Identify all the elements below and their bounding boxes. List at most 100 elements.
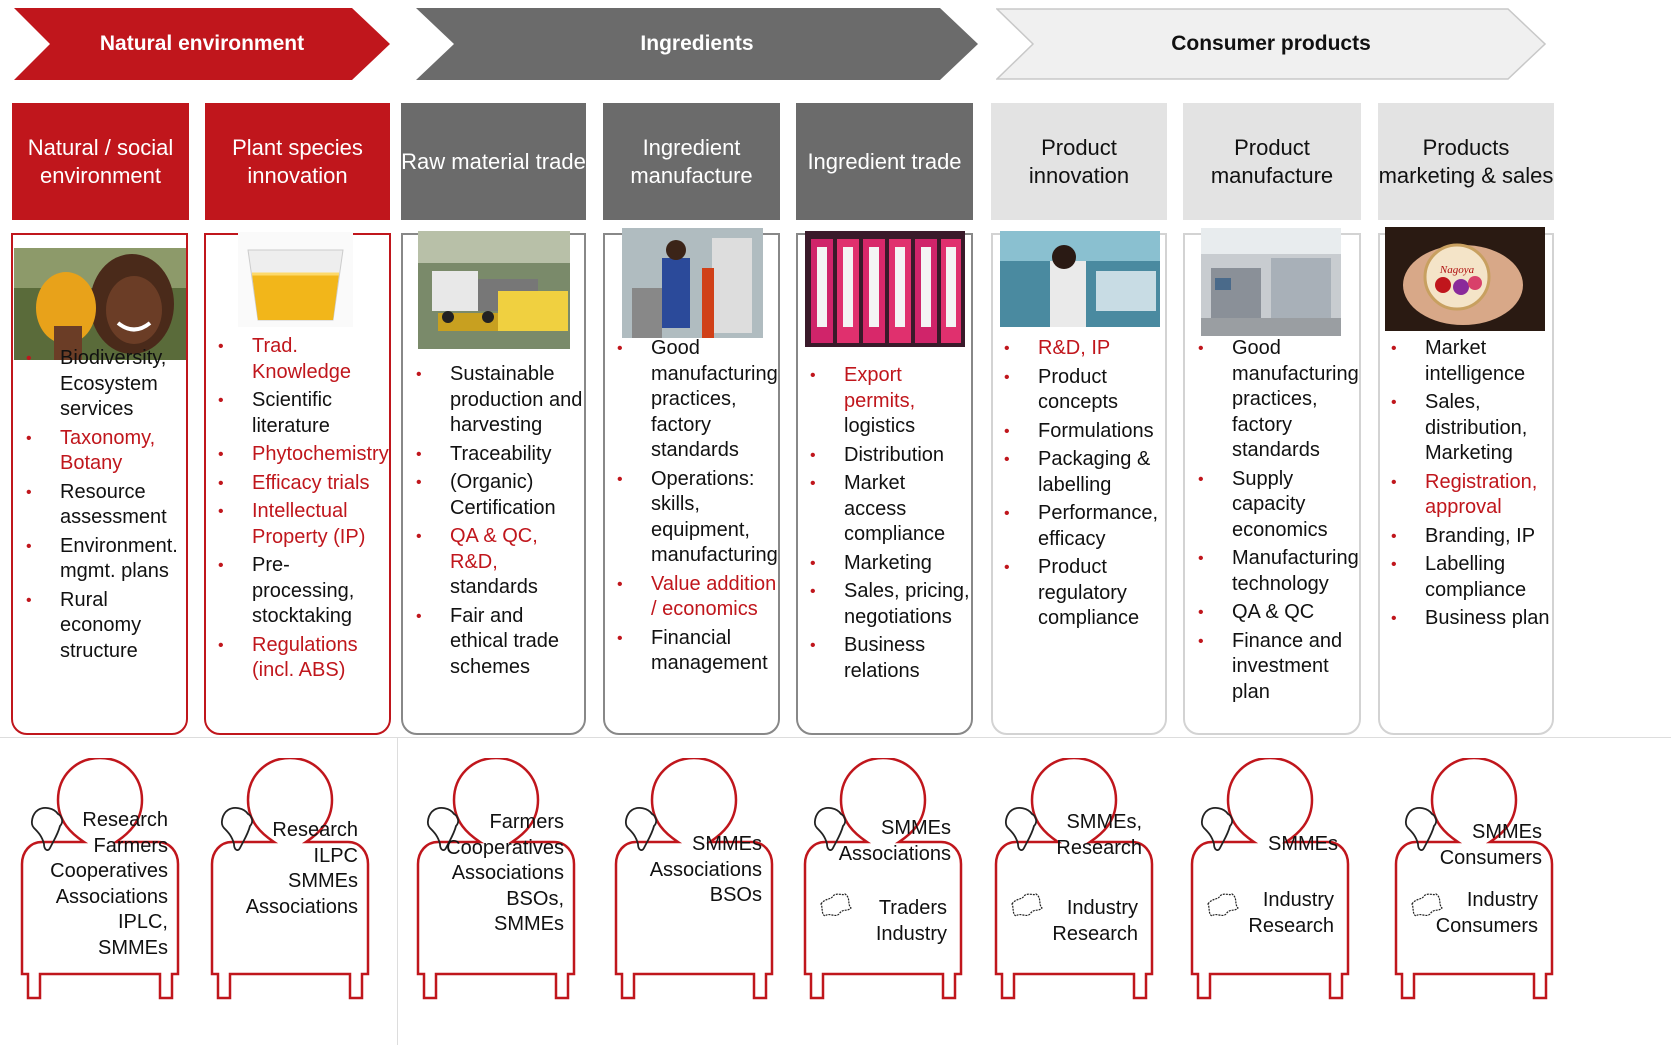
list-item: QA & QC bbox=[1198, 600, 1360, 626]
list-item-text: Business relations bbox=[844, 634, 926, 682]
bullet-list: Good manufacturing practices, factory st… bbox=[617, 336, 780, 680]
person-outline-icon bbox=[994, 756, 1154, 1000]
europe-map-icon bbox=[1411, 893, 1443, 917]
list-item: Manufacturing technology bbox=[1198, 546, 1360, 597]
list-item: Intellectual Property (IP) bbox=[218, 499, 390, 550]
africa-map-icon bbox=[1005, 807, 1038, 851]
list-item: Fair and ethical trade schemes bbox=[416, 604, 586, 681]
stakeholder-figure bbox=[1190, 756, 1350, 1038]
list-item-text: Taxonomy, Botany bbox=[60, 426, 156, 475]
list-item-text: Efficacy trials bbox=[252, 471, 370, 494]
list-item: Resource assessment bbox=[26, 480, 186, 531]
list-item: Taxonomy, Botany bbox=[26, 426, 186, 477]
photo-nagoya-product: Nagoya bbox=[1385, 227, 1545, 331]
person-outline-icon bbox=[1190, 756, 1350, 1000]
list-item: Business relations bbox=[810, 633, 970, 684]
list-item: Value addition / economics bbox=[617, 572, 780, 623]
stage-arrow-consumer-products: Consumer products bbox=[996, 8, 1546, 80]
list-item: Sales, distribution, Marketing bbox=[1391, 390, 1551, 467]
vertical-divider bbox=[397, 737, 398, 1045]
list-item: Market access compliance bbox=[810, 471, 970, 548]
list-item-text: Pre-processing, stocktaking bbox=[252, 554, 355, 627]
list-item: Scientific literature bbox=[218, 388, 390, 439]
list-item-text: Branding, IP bbox=[1425, 524, 1536, 547]
africa-map-icon bbox=[814, 807, 847, 851]
arrow-shape bbox=[14, 8, 390, 80]
column-title: Product innovation bbox=[1028, 134, 1130, 188]
column-header-raw-material: Raw material trade bbox=[401, 103, 586, 220]
column-title: Products marketing & sales bbox=[1378, 134, 1554, 188]
africa-map-icon bbox=[31, 807, 64, 851]
person-outline-icon bbox=[20, 756, 180, 1000]
list-item: Good manufacturing practices, factory st… bbox=[1198, 336, 1360, 464]
europe-map-icon bbox=[1011, 893, 1043, 917]
stakeholder-label: SMMEs Associations BSOs bbox=[649, 833, 762, 906]
column-title: Plant species innovation bbox=[232, 134, 363, 188]
list-item: Labelling compliance bbox=[1391, 552, 1551, 603]
column-header-product-manufacture: Product manufacture bbox=[1183, 103, 1361, 220]
list-item-text: Sustainable production and harvesting bbox=[450, 363, 583, 436]
person-outline-icon bbox=[803, 756, 963, 1000]
stakeholder-label: SMMEs Consumers bbox=[1439, 821, 1542, 869]
stakeholder-label: Research Farmers Cooperatives Associatio… bbox=[50, 809, 168, 959]
list-item: Finance and investment plan bbox=[1198, 629, 1360, 706]
list-item: Traceability bbox=[416, 442, 586, 468]
column-title: Raw material trade bbox=[401, 148, 586, 174]
list-item: Financial management bbox=[617, 626, 780, 677]
list-item: Export permits, logistics bbox=[810, 363, 970, 440]
africa-map-icon bbox=[221, 807, 254, 851]
list-item-text: Distribution bbox=[844, 443, 945, 466]
stakeholder-label-secondary: Industry Consumers bbox=[1435, 889, 1538, 937]
list-item-text: Market access compliance bbox=[844, 472, 946, 545]
stage-arrow-ingredients: Ingredients bbox=[416, 8, 978, 80]
person-outline-icon bbox=[614, 756, 774, 1000]
list-item: Supply capacity economics bbox=[1198, 467, 1360, 544]
photo-lab-researcher bbox=[1000, 231, 1160, 327]
list-item-text: Biodiversity, Ecosystem services bbox=[60, 347, 167, 420]
photo-oil-in-glass bbox=[238, 232, 353, 327]
bullet-list: Trad. KnowledgeScientific literaturePhyt… bbox=[218, 334, 390, 687]
column-header-products-marketing: Products marketing & sales bbox=[1378, 103, 1554, 220]
europe-map-icon bbox=[820, 893, 852, 917]
list-item-text: Product regulatory compliance bbox=[1038, 556, 1140, 629]
stage-arrow-natural-environment: Natural environment bbox=[14, 8, 390, 80]
column-header-ingredient-manufacture: Ingredient manufacture bbox=[603, 103, 780, 220]
list-item-text: Performance, efficacy bbox=[1038, 502, 1159, 550]
stakeholder-figure bbox=[210, 756, 370, 1038]
list-item: Environment. mgmt. plans bbox=[26, 534, 186, 585]
stakeholder-figure bbox=[614, 756, 774, 1038]
list-item-text: Good manufacturing practices, factory st… bbox=[1232, 337, 1359, 461]
list-item-text: Fair and ethical trade schemes bbox=[450, 604, 559, 678]
column-header-plant-species: Plant species innovation bbox=[205, 103, 390, 220]
arrow-shape bbox=[996, 8, 1546, 80]
list-item: Branding, IP bbox=[1391, 524, 1551, 550]
stakeholder-label-secondary: Industry Research bbox=[1052, 897, 1138, 945]
list-item: Operations: skills, equipment, manufactu… bbox=[617, 467, 780, 569]
stakeholder-label: SMMEs, Research bbox=[1056, 811, 1142, 859]
list-item-text: Resource assessment bbox=[60, 480, 167, 529]
list-item: Biodiversity, Ecosystem services bbox=[26, 346, 186, 423]
bullet-list: Sustainable production and harvestingTra… bbox=[416, 362, 586, 683]
list-item-text: Financial management bbox=[651, 626, 768, 675]
list-item: Business plan bbox=[1391, 606, 1551, 632]
list-item-text: R&D, IP bbox=[1038, 337, 1111, 359]
list-item-text-rest: standards bbox=[450, 576, 538, 598]
list-item-text: Manufacturing technology bbox=[1232, 547, 1359, 595]
list-item: Distribution bbox=[810, 443, 970, 469]
list-item-text: Sales, pricing, negotiations bbox=[844, 580, 970, 628]
africa-map-icon bbox=[625, 807, 658, 851]
list-item-text-rest: logistics bbox=[844, 415, 916, 437]
stakeholder-figure bbox=[803, 756, 963, 1038]
list-item: Performance, efficacy bbox=[1004, 501, 1164, 552]
column-title: Product manufacture bbox=[1210, 134, 1334, 188]
bullet-list: Export permits, logisticsDistributionMar… bbox=[810, 363, 970, 687]
photo-worker-machinery bbox=[622, 228, 763, 338]
list-item-text: Labelling compliance bbox=[1425, 553, 1527, 601]
list-item-text: Scientific literature bbox=[252, 389, 333, 437]
list-item-text: Rural economy structure bbox=[60, 588, 142, 662]
stakeholder-label: SMMEs Associations bbox=[838, 817, 951, 865]
africa-map-icon bbox=[1405, 807, 1438, 851]
europe-map-icon bbox=[1207, 893, 1239, 917]
list-item: Rural economy structure bbox=[26, 588, 186, 665]
list-item: R&D, IP bbox=[1004, 336, 1164, 362]
